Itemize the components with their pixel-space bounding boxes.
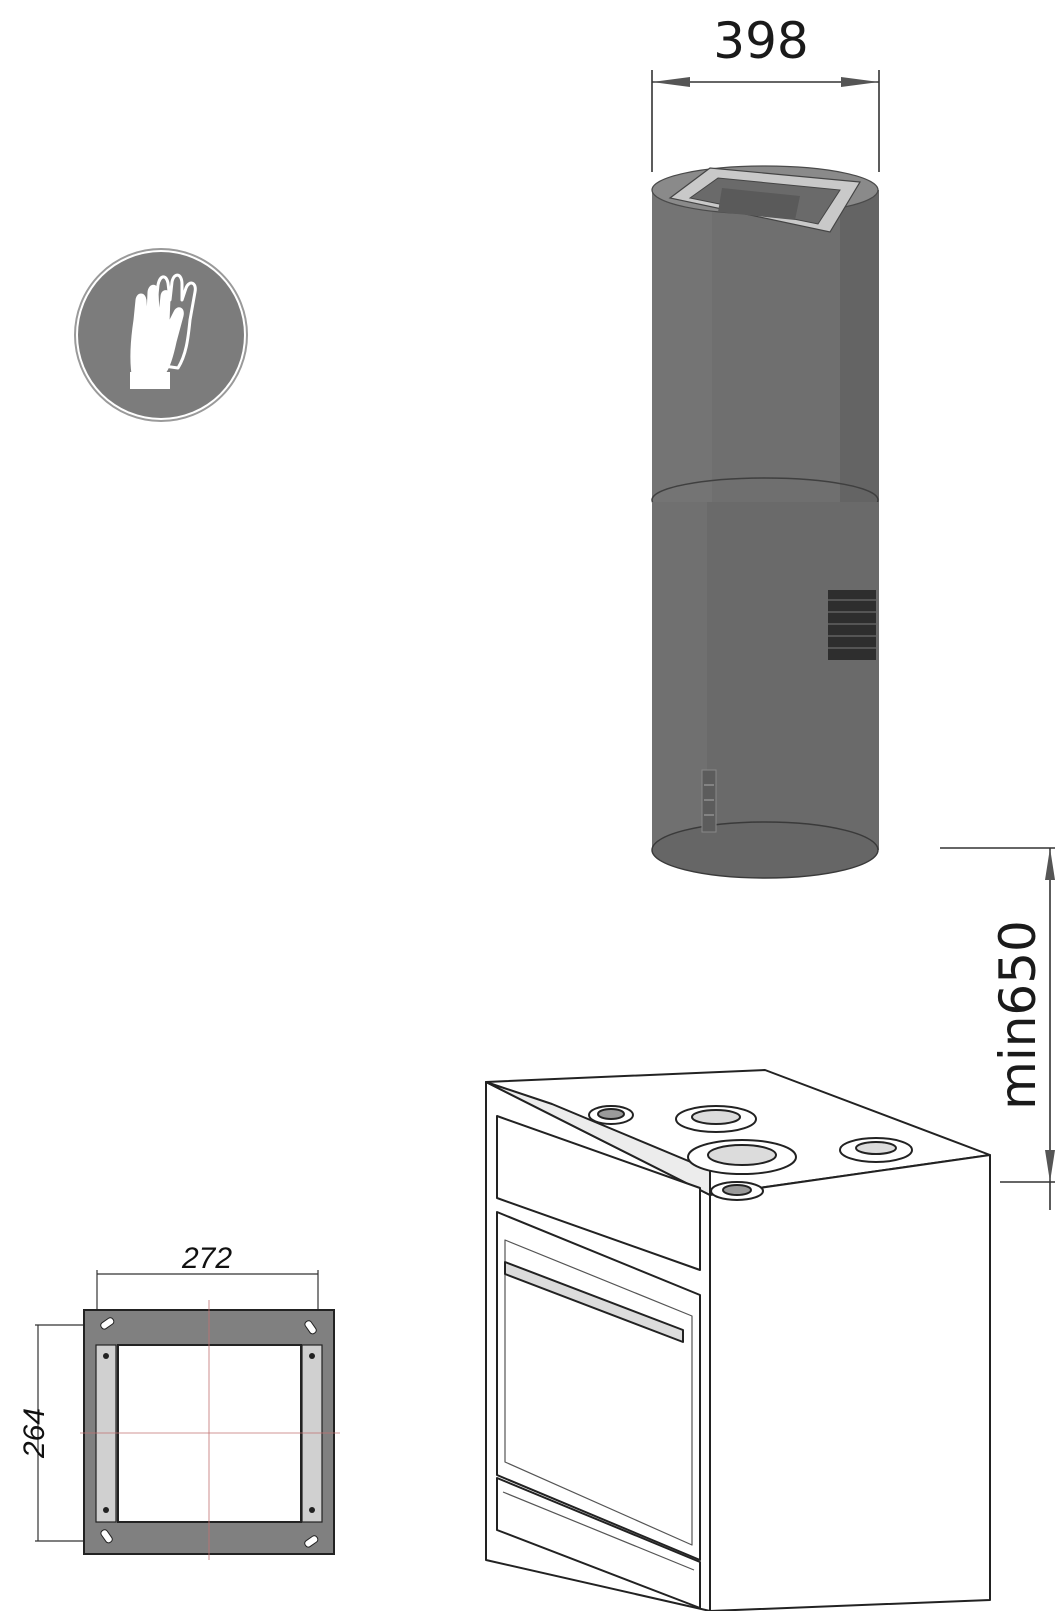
top-mounting-frame [668,167,862,233]
hood-width-dimension: 398 [651,12,880,172]
hood-width-label: 398 [713,12,808,70]
burner [710,1181,764,1201]
oven-handle [504,1261,684,1343]
cylindrical-hood [651,165,879,879]
control-panel [701,769,717,833]
burner [839,1137,913,1163]
min-height-dimension: min650 [940,847,1055,1210]
burner [588,1105,634,1125]
bracket-width-label: 272 [181,1242,232,1275]
vent-grille [828,590,876,660]
bracket-depth-label: 264 [18,1408,51,1459]
burner [675,1105,757,1133]
mounting-bracket: 272 264 [18,1242,340,1560]
cooker [485,1069,991,1611]
gloves-icon [74,248,248,422]
min-height-label: min650 [989,920,1047,1110]
burner [687,1139,797,1175]
